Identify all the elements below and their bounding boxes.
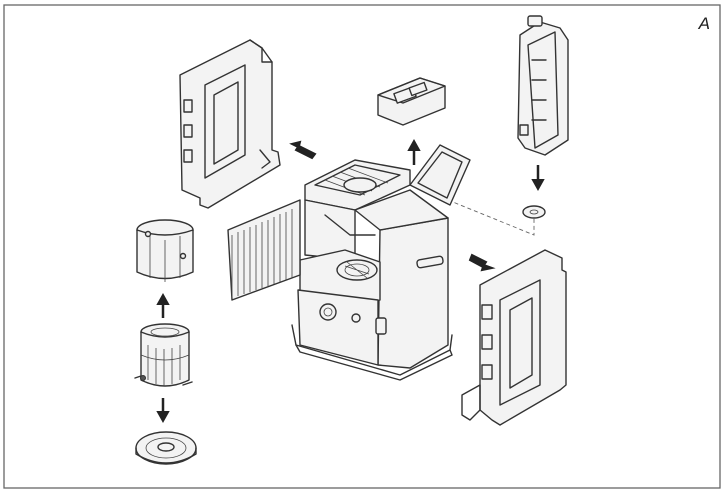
radiator-fins: [227, 199, 301, 301]
alignment-dashed-line: [447, 199, 535, 236]
panel-label: A: [698, 14, 710, 33]
base-tray: [135, 431, 197, 465]
washer: [522, 205, 546, 219]
wick-burner-assembly: [134, 323, 193, 387]
wick-guard-cylinder: [136, 219, 194, 282]
figure-border: [3, 4, 721, 489]
left-side-panel: [179, 39, 281, 209]
rear-grille-panel: [517, 15, 569, 156]
arrow-down-right-icon: [531, 165, 545, 192]
arrow-down-burner-icon: [156, 398, 170, 424]
right-side-panel: [461, 249, 567, 426]
arrow-right-panel-icon: [468, 253, 496, 272]
arrow-up-top-icon: [407, 138, 421, 165]
arrow-up-cylinder-icon: [156, 292, 170, 318]
arrow-left-panel-icon: [289, 140, 317, 160]
heater-body: [291, 144, 471, 381]
top-cover-part: [377, 77, 446, 126]
